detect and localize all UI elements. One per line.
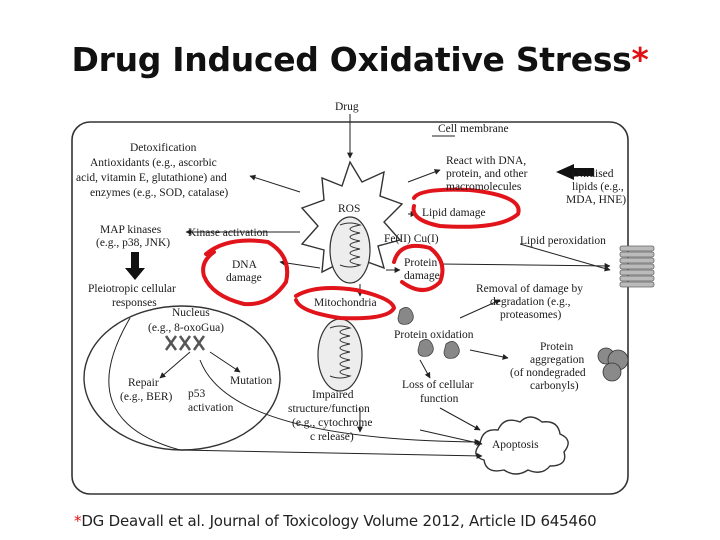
protein-aggregate-blobs xyxy=(597,347,629,382)
label-react-2: protein, and other xyxy=(446,168,528,180)
title-text: Drug Induced Oxidative Stress xyxy=(71,40,632,79)
label-map-1: MAP kinases xyxy=(100,224,162,236)
label-repair-2: (e.g., BER) xyxy=(120,391,173,403)
label-pleio-2: responses xyxy=(112,297,157,309)
label-impaired-1: Impaired xyxy=(312,389,354,401)
label-dna-damage-1: DNA xyxy=(232,259,258,271)
highlight-dna-damage xyxy=(201,238,290,307)
label-cell-membrane: Cell membrane xyxy=(438,123,509,135)
label-protein-damage-2: damage xyxy=(404,270,440,282)
label-removal-3: proteasomes) xyxy=(500,309,561,321)
label-impaired-3: (e.g., cytochrome xyxy=(292,417,372,429)
label-aggr-4: carbonyls) xyxy=(530,380,579,392)
label-impaired-2: structure/function xyxy=(288,403,370,415)
label-lipid-damage: Lipid damage xyxy=(422,207,486,219)
red-highlight-circles xyxy=(201,187,521,321)
title-asterisk: * xyxy=(631,40,649,79)
mitochondrion-in-ros xyxy=(329,216,371,284)
label-detox-4: enzymes (e.g., SOD, catalase) xyxy=(90,187,228,199)
label-repair-1: Repair xyxy=(128,377,159,389)
label-oxogua: (e.g., 8-oxoGua) xyxy=(148,322,224,334)
label-nucleus: Nucleus xyxy=(172,307,210,319)
label-apoptosis: Apoptosis xyxy=(492,439,539,451)
map-kinase-block-arrow xyxy=(125,252,145,280)
label-lipid-peroxidation: Lipid peroxidation xyxy=(520,235,606,247)
apoptosis-cloud xyxy=(475,416,569,475)
label-dna-damage-2: damage xyxy=(226,272,262,284)
label-removal-1: Removal of damage by xyxy=(476,283,583,295)
label-oxlip-3: MDA, HNE) xyxy=(566,194,626,206)
label-oxlip-1: Oxidised xyxy=(572,168,614,180)
label-kinase-activation: Kinase activation xyxy=(188,227,268,239)
highlight-mitochondria xyxy=(294,286,397,321)
label-aggr-1: Protein xyxy=(540,341,573,353)
label-protein-oxidation: Protein oxidation xyxy=(394,329,474,341)
label-detox-1: Detoxification xyxy=(130,142,197,154)
label-pleio-1: Pleiotropic cellular xyxy=(88,283,176,295)
label-removal-2: degradation (e.g., xyxy=(490,296,571,308)
label-fe-cu: Fe(II) Cu(I) xyxy=(384,233,439,245)
footnote-asterisk: * xyxy=(74,512,82,530)
label-p53-1: p53 xyxy=(188,388,206,400)
label-p53-2: activation xyxy=(188,402,234,414)
footnote-text: DG Deavall et al. Journal of Toxicology … xyxy=(81,512,597,530)
label-aggr-3: (of nondegraded xyxy=(510,367,586,379)
label-ros: ROS xyxy=(338,203,360,215)
oxidative-stress-diagram: Drug Cell membrane Detoxification Antiox… xyxy=(71,101,655,495)
label-react-1: React with DNA, xyxy=(446,155,526,167)
label-mutation: Mutation xyxy=(230,375,272,387)
label-aggr-2: aggregation xyxy=(530,354,585,366)
oxidised-lipids-block-arrow xyxy=(556,164,594,180)
footnote-citation: *DG Deavall et al. Journal of Toxicology… xyxy=(74,512,597,530)
protein-oxidation-blobs xyxy=(397,307,460,359)
label-detox-3: acid, vitamin E, glutathione) and xyxy=(76,172,227,184)
label-protein-damage-1: Protein xyxy=(404,257,437,269)
dna-strand-symbol xyxy=(164,335,206,351)
mitochondrion-lower xyxy=(317,318,363,392)
slide-title: Drug Induced Oxidative Stress* xyxy=(0,40,720,79)
label-react-3: macromolecules xyxy=(446,181,522,193)
label-map-2: (e.g., p38, JNK) xyxy=(96,237,170,249)
label-impaired-4: c release) xyxy=(310,431,354,443)
highlight-protein-damage xyxy=(392,243,445,292)
label-oxlip-2: lipids (e.g., xyxy=(572,181,624,193)
label-loss-1: Loss of cellular xyxy=(402,379,474,391)
label-detox-2: Antioxidants (e.g., ascorbic xyxy=(90,157,217,169)
label-drug: Drug xyxy=(335,101,359,113)
label-loss-2: function xyxy=(420,393,459,405)
label-mitochondria: Mitochondria xyxy=(314,297,377,309)
membrane-lipid-stack xyxy=(619,245,655,288)
highlight-lipid-damage xyxy=(411,187,521,229)
pathway-arrows xyxy=(108,114,611,459)
